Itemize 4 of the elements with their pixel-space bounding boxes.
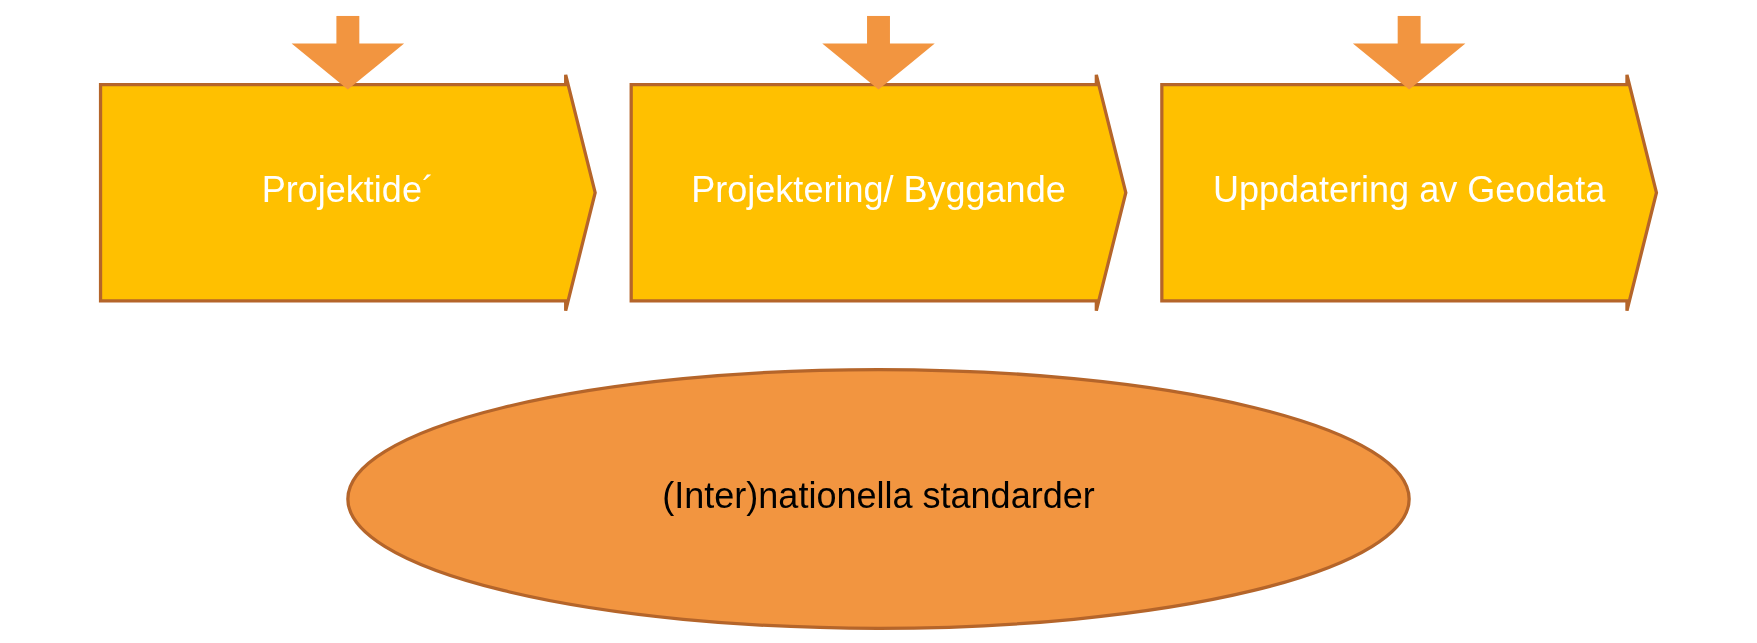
arrow [291,15,405,90]
arrow [822,15,935,90]
node-ellipse: (Inter)nationella standarder [346,367,1411,630]
arrow [1352,15,1466,90]
